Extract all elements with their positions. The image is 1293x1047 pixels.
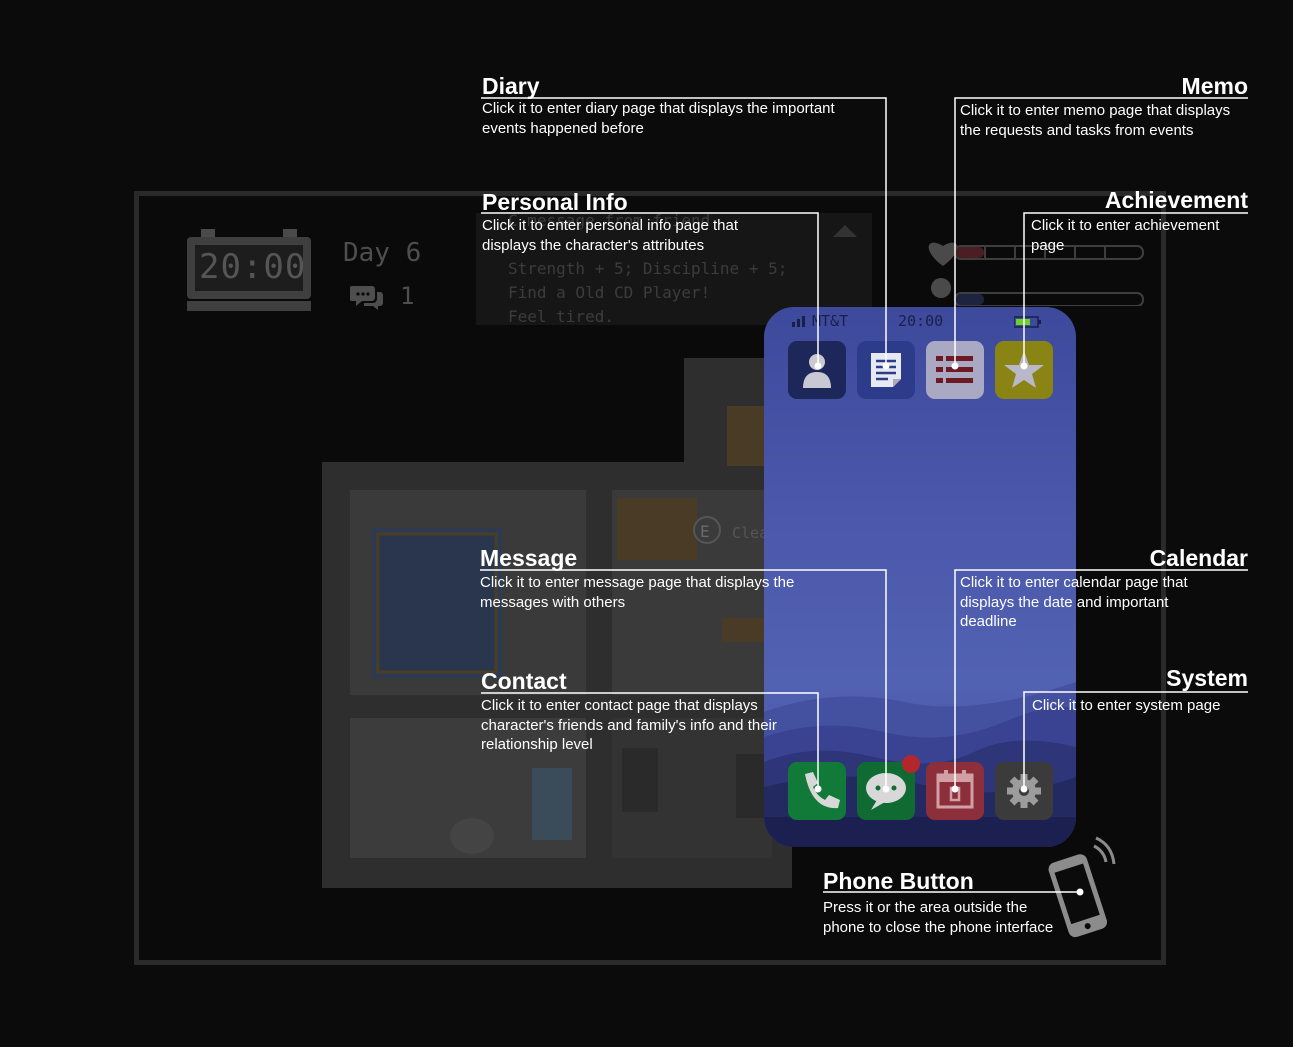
log-line: Strength + 5; Discipline + 5; bbox=[508, 259, 788, 278]
contact-annotation-title: Contact bbox=[481, 668, 567, 694]
personal-info-app-button[interactable] bbox=[788, 341, 846, 399]
phone-icon bbox=[805, 772, 840, 809]
achievement-app-button[interactable] bbox=[995, 341, 1053, 399]
memo-annotation-desc: Click it to enter memo page that display… bbox=[960, 102, 1231, 139]
day-label: Day 6 bbox=[343, 238, 422, 268]
gear-icon bbox=[1007, 774, 1041, 808]
log-line: Feel tired. bbox=[508, 307, 614, 326]
notepad-icon bbox=[871, 353, 901, 387]
personal-info-annotation-desc: Click it to enter personal info page tha… bbox=[482, 217, 738, 254]
unread-message-count: 1 bbox=[400, 282, 415, 310]
contact-app-button[interactable] bbox=[788, 762, 846, 820]
phone-button-annotation-desc: Press it or the area outside the phone t… bbox=[823, 899, 1054, 936]
memo-annotation-title: Memo bbox=[1181, 73, 1248, 99]
achievement-annotation-title: Achievement bbox=[1104, 187, 1248, 213]
system-annotation-desc: Click it to enter system page bbox=[1032, 697, 1221, 714]
phone-status-bar: MT&T 20:00 bbox=[764, 307, 1076, 335]
contact-annotation-desc: Click it to enter contact page that disp… bbox=[481, 697, 777, 753]
memo-app-button[interactable] bbox=[926, 341, 984, 399]
energy-fill bbox=[956, 294, 984, 305]
person-icon bbox=[803, 354, 831, 388]
clock-widget: 20:00 bbox=[187, 229, 311, 311]
health-fill bbox=[956, 247, 984, 258]
personal-info-annotation-title: Personal Info bbox=[482, 189, 628, 215]
system-annotation-title: System bbox=[1166, 665, 1248, 691]
list-icon bbox=[936, 356, 973, 383]
calendar-annotation-title: Calendar bbox=[1149, 545, 1248, 571]
diary-annotation-title: Diary bbox=[482, 73, 540, 99]
clock-time: 20:00 bbox=[199, 247, 307, 287]
calendar-icon bbox=[936, 770, 974, 809]
phone-button-annotation-title: Phone Button bbox=[823, 868, 974, 894]
message-annotation-desc: Click it to enter message page that disp… bbox=[480, 574, 795, 611]
scroll-up-icon[interactable] bbox=[832, 223, 858, 239]
calendar-app-button[interactable] bbox=[926, 762, 984, 820]
heart-icon bbox=[928, 242, 958, 266]
signal-icon bbox=[792, 316, 805, 327]
interact-key: E bbox=[700, 522, 710, 541]
energy-icon bbox=[931, 278, 951, 298]
diary-annotation-desc: Click it to enter diary page that displa… bbox=[482, 100, 835, 137]
battery-icon bbox=[1014, 316, 1041, 328]
chat-bubbles-icon bbox=[349, 282, 384, 312]
star-icon bbox=[1004, 351, 1044, 388]
diary-app-button[interactable] bbox=[857, 341, 915, 399]
interact-label: Clea bbox=[732, 524, 769, 542]
system-app-button[interactable] bbox=[995, 762, 1053, 820]
phone-time: 20:00 bbox=[898, 312, 944, 330]
achievement-annotation-desc: Click it to enter achievement page bbox=[1031, 217, 1220, 254]
calendar-annotation-desc: Click it to enter calendar page that dis… bbox=[960, 574, 1188, 630]
unread-badge bbox=[902, 755, 920, 773]
message-annotation-title: Message bbox=[480, 545, 578, 571]
carrier-name: MT&T bbox=[812, 312, 849, 330]
house-map[interactable]: E Clea bbox=[322, 358, 792, 888]
log-line: Find a Old CD Player! bbox=[508, 283, 711, 302]
